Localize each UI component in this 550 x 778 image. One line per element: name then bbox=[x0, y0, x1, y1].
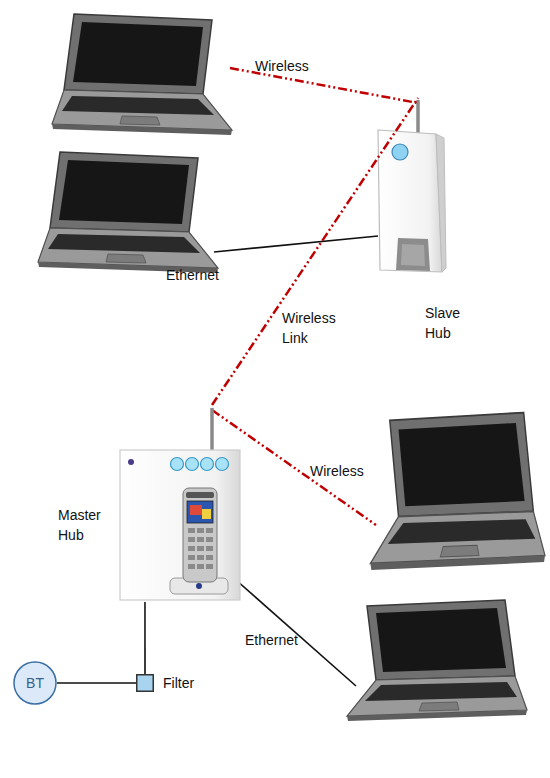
slave-hub-text: Slave Hub bbox=[425, 303, 471, 343]
filter-line bbox=[144, 602, 146, 674]
ethernet-wire bbox=[236, 580, 356, 686]
wireless-label: Wireless bbox=[310, 462, 364, 480]
wireless-link bbox=[212, 98, 418, 405]
bt-circle-shape bbox=[14, 662, 56, 704]
slave-hub: Slave Hub bbox=[372, 98, 446, 273]
filter-box-shape bbox=[137, 675, 154, 692]
laptop-bottom bbox=[347, 600, 527, 721]
phone-line bbox=[57, 682, 136, 684]
bt-circle-text: BT bbox=[13, 673, 57, 693]
master-hub: Master Hub bbox=[118, 405, 244, 602]
laptop-second bbox=[38, 152, 218, 273]
ethernet-wire bbox=[214, 236, 378, 252]
ethernet-label: Ethernet bbox=[166, 266, 219, 284]
wireless-link-label: Wireless Link bbox=[282, 308, 344, 348]
master-hub-text: Master Hub bbox=[58, 505, 110, 545]
filter-box-text: Filter bbox=[163, 673, 223, 693]
wireless-label: Wireless bbox=[255, 57, 309, 75]
laptop-top bbox=[52, 14, 232, 135]
master-hub-illustration bbox=[120, 408, 240, 600]
ethernet-label: Ethernet bbox=[245, 631, 298, 649]
bt-circle: BT bbox=[13, 661, 57, 705]
laptop-third bbox=[370, 413, 545, 570]
slave-hub-illustration bbox=[378, 100, 446, 272]
filter-box-outline bbox=[136, 674, 154, 692]
filter-box: Filter bbox=[136, 674, 154, 692]
